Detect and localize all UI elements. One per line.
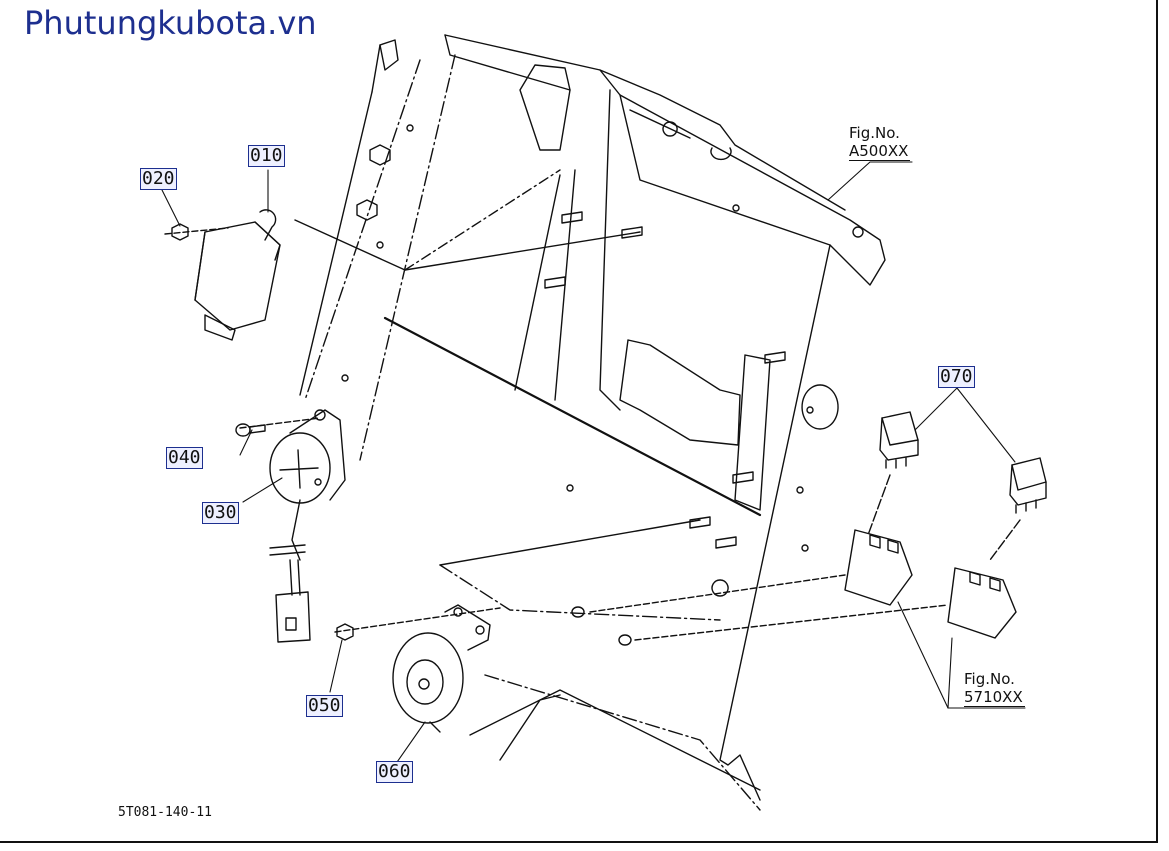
part-label-070[interactable]: 070 bbox=[938, 366, 975, 388]
fig-ref-5710[interactable]: Fig.No. 5710XX bbox=[964, 670, 1025, 707]
part-label-030[interactable]: 030 bbox=[202, 502, 239, 524]
horn-060 bbox=[392, 604, 491, 733]
nut-050 bbox=[334, 607, 501, 641]
fig-ref-5710-title: Fig.No. bbox=[964, 670, 1015, 688]
part-label-040[interactable]: 040 bbox=[166, 447, 203, 469]
panel-holes bbox=[314, 124, 864, 646]
drawing-id: 5T081-140-11 bbox=[118, 805, 212, 820]
part-label-060[interactable]: 060 bbox=[376, 761, 413, 783]
watermark-text: Phutungkubota.vn bbox=[24, 4, 317, 42]
relay-sockets bbox=[589, 529, 1017, 641]
fig-ref-a500-title: Fig.No. bbox=[849, 124, 900, 142]
leader-lines bbox=[161, 161, 1026, 766]
part-label-020[interactable]: 020 bbox=[140, 168, 177, 190]
fig-ref-5710-number: 5710XX bbox=[964, 688, 1025, 707]
fig-ref-a500[interactable]: Fig.No. A500XX bbox=[849, 124, 911, 161]
buzzer-030 bbox=[269, 409, 346, 643]
bolt-040 bbox=[235, 417, 321, 437]
part-label-010[interactable]: 010 bbox=[248, 145, 285, 167]
fig-ref-a500-number: A500XX bbox=[849, 142, 911, 161]
main-panel bbox=[294, 34, 886, 811]
nut-020 bbox=[164, 223, 229, 241]
flasher-unit-010 bbox=[194, 209, 281, 341]
part-label-050[interactable]: 050 bbox=[306, 695, 343, 717]
relay-070 bbox=[867, 411, 1047, 561]
